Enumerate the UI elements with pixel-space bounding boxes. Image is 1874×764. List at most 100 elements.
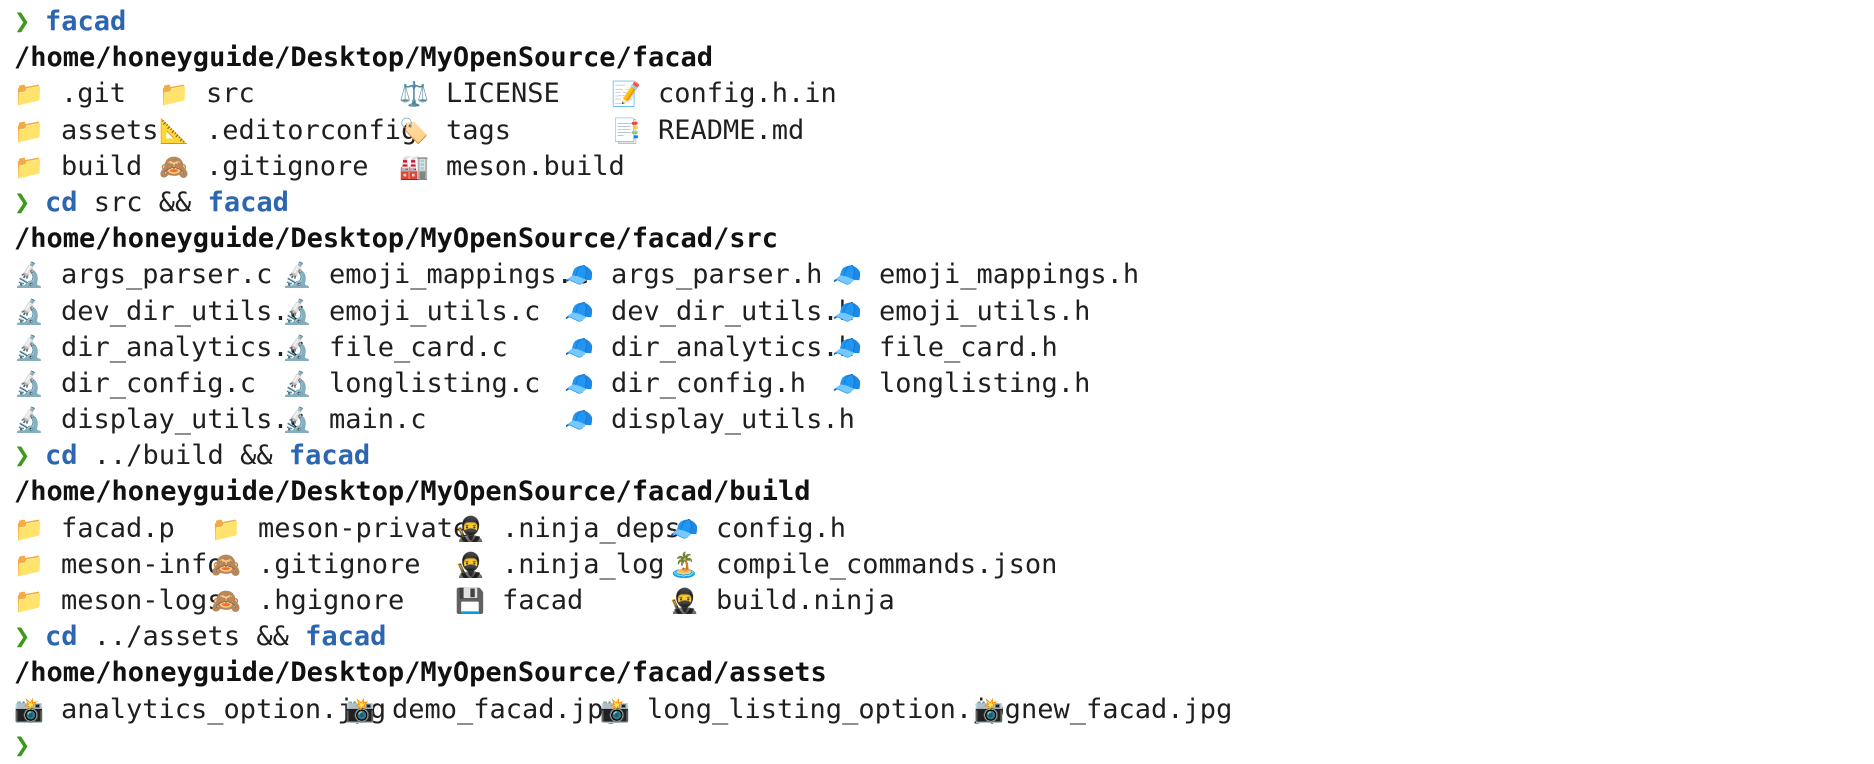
ninja-icon: 🥷: [669, 587, 699, 615]
file-entry: 🏝️ compile_commands.json: [669, 547, 1057, 583]
camera-flash-icon: 📸: [974, 695, 1004, 724]
file-name: analytics_option.jpg: [61, 693, 387, 725]
prompt-line[interactable]: ❯: [14, 728, 1860, 764]
cap-icon: 🧢: [564, 406, 594, 435]
file-entry: 🧢dir_analytics.h: [564, 330, 855, 366]
prompt-arrow-icon: ❯: [14, 621, 31, 653]
file-name: file_card.h: [879, 331, 1058, 363]
folder-icon: 📁: [14, 587, 44, 615]
prompt-arrow-icon: ❯: [14, 440, 31, 472]
microscope-icon: 🔬: [282, 333, 312, 362]
file-name: file_card.c: [329, 331, 508, 363]
file-entry: 📸analytics_option.jpg: [14, 692, 386, 728]
folder-icon: 📁: [14, 550, 44, 579]
file-name: .ninja_deps: [502, 512, 681, 544]
island-icon: 🏝️: [669, 550, 699, 579]
file-entry: 🙈 .gitignore: [211, 547, 421, 583]
memo-icon: 📝: [611, 80, 641, 109]
file-name: dir_config.c: [61, 367, 257, 399]
microscope-icon: 🔬: [282, 297, 312, 326]
file-entry: 🔬longlisting.c: [282, 366, 540, 402]
see-no-evil-monkey-icon: 🙈: [211, 550, 241, 579]
triangle-ruler-icon: 📐: [159, 116, 189, 145]
file-entry: 🔬dir_config.c: [14, 366, 256, 402]
command-cd: cd: [45, 440, 78, 472]
file-entry: 🧢emoji_utils.h: [832, 294, 1090, 330]
prompt-arrow-icon: ❯: [14, 729, 31, 761]
file-entry: 🧢 display_utils.h: [564, 402, 855, 438]
file-name: meson-private: [258, 512, 470, 544]
file-entry: 🔬display_utils.c: [14, 402, 305, 438]
file-name: config.h: [716, 512, 847, 544]
ninja-icon: 🥷: [455, 514, 485, 543]
file-entry: 📸demo_facad.jpg: [345, 692, 620, 728]
file-listing-row: 📁assets📐.editorconfig🏷️tags📑README.md: [14, 113, 1860, 149]
file-name: src: [206, 78, 255, 110]
file-entry: 🔬emoji_utils.c: [282, 294, 540, 330]
command-cd: cd: [45, 621, 78, 653]
prompt-line: ❯facad: [14, 4, 1860, 40]
factory-icon: 🏭: [399, 152, 429, 181]
cap-icon: 🧢: [832, 333, 862, 362]
command-facad: facad: [45, 6, 127, 37]
file-name: meson-logs: [61, 585, 224, 616]
file-name: args_parser.c: [61, 259, 273, 291]
file-name: build: [61, 150, 143, 182]
file-name: main.c: [329, 404, 427, 436]
camera-flash-icon: 📸: [14, 695, 44, 724]
microscope-icon: 🔬: [282, 261, 312, 290]
file-entry: 🏷️tags: [399, 113, 511, 149]
file-entry: 📁.git: [14, 76, 126, 112]
file-entry: 📁build: [14, 149, 142, 185]
camera-flash-icon: 📸: [345, 695, 375, 724]
file-entry: 📸long_listing_option.jpg: [600, 692, 1021, 728]
file-name: emoji_utils.h: [879, 295, 1091, 327]
file-name: long_listing_option.jpg: [647, 693, 1021, 725]
file-name: LICENSE: [446, 78, 560, 110]
file-name: .hgignore: [258, 585, 405, 616]
file-name: display_utils.h: [611, 404, 855, 436]
file-entry: 📁meson-private: [211, 511, 469, 547]
file-name: .editorconfig: [206, 114, 418, 146]
current-directory: /home/honeyguide/Desktop/MyOpenSource/fa…: [14, 657, 827, 689]
folder-icon: 📁: [14, 116, 44, 145]
file-name: assets: [61, 114, 159, 146]
file-entry: 🧢dir_config.h: [564, 366, 806, 402]
file-entry: 🧢 file_card.h: [832, 330, 1058, 366]
see-no-evil-monkey-icon: 🙈: [211, 587, 241, 615]
file-entry: 💾facad: [455, 583, 583, 619]
file-listing-row: 🔬dir_config.c 🔬longlisting.c 🧢dir_config.h…: [14, 366, 1860, 402]
microscope-icon: 🔬: [14, 333, 44, 362]
scales-icon: ⚖️: [399, 80, 429, 109]
file-name: compile_commands.json: [716, 548, 1058, 580]
file-name: dir_analytics.h: [611, 331, 855, 363]
cap-icon: 🧢: [564, 297, 594, 326]
file-name: longlisting.c: [329, 367, 541, 399]
file-name: .gitignore: [258, 548, 421, 580]
file-listing-row: 📁build🙈.gitignore🏭meson.build: [14, 149, 1860, 185]
microscope-icon: 🔬: [14, 297, 44, 326]
file-listing-row: 📁 meson-logs🙈 .hgignore 💾facad 🥷build.ninja: [14, 583, 1860, 619]
prompt-line: ❯cd src && facad: [14, 185, 1860, 221]
file-entry: 🥷build.ninja: [669, 583, 895, 619]
command-separator: &&: [142, 186, 208, 218]
current-directory: /home/honeyguide/Desktop/MyOpenSource/fa…: [14, 42, 713, 74]
file-entry: 🥷.ninja_log: [455, 547, 665, 583]
command-facad: facad: [305, 621, 387, 653]
command-facad: facad: [207, 186, 289, 218]
command-argument: ../build: [77, 440, 224, 472]
command-facad: facad: [288, 440, 371, 472]
label-icon: 🏷️: [399, 116, 429, 145]
file-entry: 📸new_facad.jpg: [974, 692, 1232, 728]
bookmark-tabs-icon: 📑: [611, 116, 641, 145]
cap-icon: 🧢: [669, 514, 699, 543]
file-name: .ninja_log: [502, 548, 665, 580]
cap-icon: 🧢: [832, 369, 862, 398]
folder-icon: 📁: [14, 514, 44, 543]
file-listing-row: 📁meson-info🙈.gitignore🥷.ninja_log🏝️compi…: [14, 547, 1860, 583]
file-entry: 🧢longlisting.h: [832, 366, 1090, 402]
file-listing-row: 🔬display_utils.c🔬main.c🧢display_utils.h: [14, 402, 1860, 438]
file-entry: 🔬args_parser.c: [14, 257, 272, 293]
file-entry: 📁facad.p: [14, 511, 175, 547]
file-entry: ⚖️ LICENSE: [399, 76, 560, 112]
